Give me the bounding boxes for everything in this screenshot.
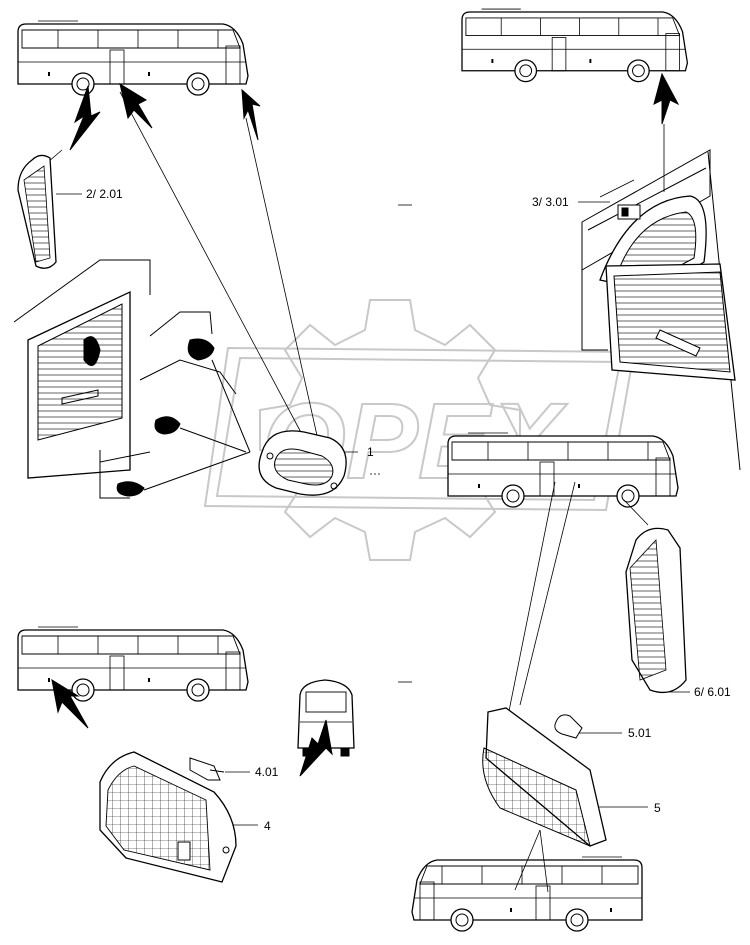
bus-side-top-right [461, 8, 689, 83]
bus-side-mid-left [17, 626, 249, 702]
rear-lamp [99, 751, 237, 883]
tall-marker-lamp-right [625, 527, 687, 694]
label-3: 3/ 3.01 [532, 195, 569, 209]
side-marker-lamp-left [17, 154, 57, 269]
bus-side-bottom [411, 856, 643, 932]
pointer-arrows [51, 72, 680, 777]
bus-side-center [447, 432, 679, 508]
label-1: 1 [367, 445, 374, 459]
part-labels: 1 2/ 2.01 3/ 3.01 4 4.01 5 5.01 6/ 6.01 [86, 187, 731, 833]
label-6: 6/ 6.01 [694, 685, 731, 699]
oval-marker-lamp [258, 430, 347, 496]
label-5: 5 [654, 801, 661, 815]
luggage-door-assembly [13, 259, 251, 499]
bulb-5-01 [554, 714, 583, 739]
door-panel-right [581, 149, 741, 471]
large-grid-lamp [482, 707, 607, 847]
watermark-gear [203, 299, 636, 561]
label-2: 2/ 2.01 [86, 187, 123, 201]
label-5-01: 5.01 [628, 726, 652, 740]
bus-side-top-left [17, 20, 249, 96]
label-4: 4 [264, 819, 271, 833]
bulb-4-01 [189, 757, 225, 781]
label-4-01: 4.01 [255, 765, 279, 779]
leader-lines [47, 91, 690, 893]
